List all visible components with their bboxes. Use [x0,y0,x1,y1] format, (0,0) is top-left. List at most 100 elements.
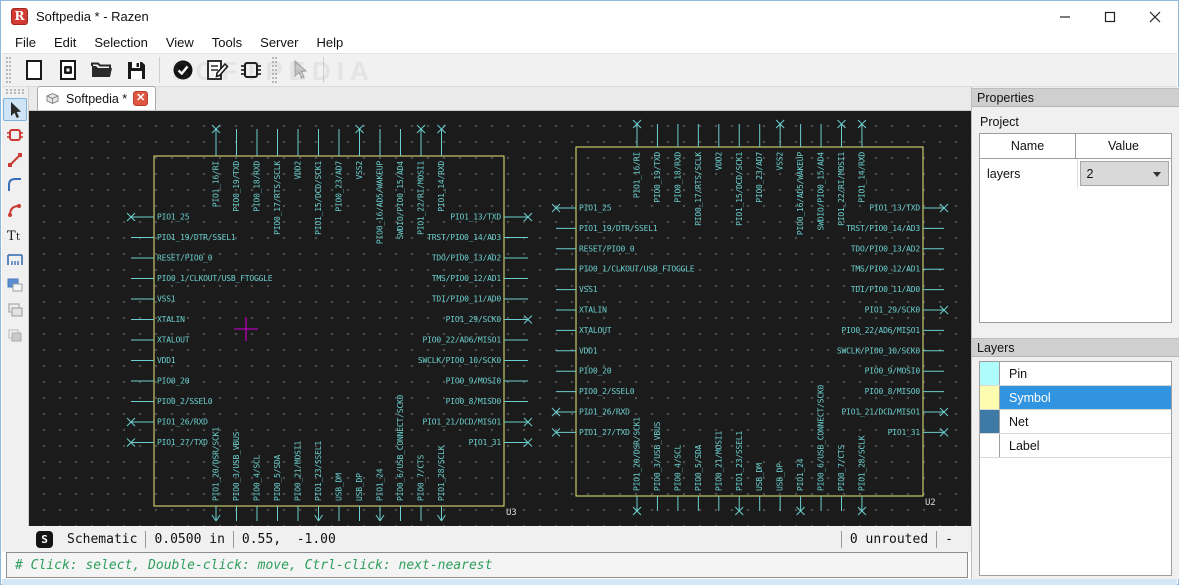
window-bottom-border [2,579,1177,585]
svg-text:PIO1_20/DSR/SCK1: PIO1_20/DSR/SCK1 [212,427,221,501]
menu-help[interactable]: Help [316,34,344,50]
check-button[interactable] [168,56,198,84]
svg-text:PIO0_8/MISO0: PIO0_8/MISO0 [446,397,502,406]
svg-text:T: T [7,229,16,243]
svg-text:RESET/PIO0_0: RESET/PIO0_0 [157,254,213,263]
component-u3: U3PIO1_25PIO1_19/DTR/SSEL1RESET/PIO0_0PI… [126,124,533,522]
svg-text:RESET/PIO0_0: RESET/PIO0_0 [579,244,635,253]
toolbar-drag-handle-2[interactable] [272,57,277,83]
svg-text:VSS1: VSS1 [157,295,176,304]
svg-text:PIO1_14/RXD: PIO1_14/RXD [437,161,446,212]
schematic-mode-badge: S [36,530,53,548]
layer-row-pin[interactable]: Pin [980,362,1171,386]
right-panel: Properties Project Name Value layers 2 L… [971,87,1179,579]
new-project-button[interactable] [53,56,83,84]
status-separator [936,530,938,548]
layer-row-label[interactable]: Label [980,434,1171,458]
tab-label: Softpedia * [66,91,128,106]
tool-layers[interactable] [3,273,27,296]
svg-text:PIO0_22/AD6/MISO1: PIO0_22/AD6/MISO1 [842,326,921,335]
toolbar-separator-2 [323,57,324,83]
svg-text:USB_DM: USB_DM [755,463,764,491]
tool-component[interactable] [3,123,27,146]
component-u2: U2PIO1_25PIO1_19/DTR/SSEL1RESET/PIO0_0PI… [551,119,949,516]
toolbar-drag-handle[interactable] [6,57,11,83]
app-logo-icon: R [11,8,28,25]
svg-text:PIO0_4/SCL: PIO0_4/SCL [673,444,682,491]
menu-server[interactable]: Server [260,34,299,50]
title-bar: R Softpedia * - Razen [2,2,1177,31]
svg-text:PIO0_21/MOSI1: PIO0_21/MOSI1 [714,431,723,491]
svg-text:TRST/PIO0_14/AD3: TRST/PIO0_14/AD3 [427,233,501,242]
layers-count-dropdown[interactable]: 2 [1079,161,1169,186]
new-file-icon [26,60,42,80]
layers-panel-header: Layers [972,338,1179,357]
svg-text:PIO0_18/RXD: PIO0_18/RXD [253,161,262,212]
new-file-button[interactable] [19,56,49,84]
svg-text:PIO1_31: PIO1_31 [469,438,502,447]
save-button[interactable] [121,56,151,84]
edit-netlist-button[interactable] [202,56,232,84]
tool-select[interactable] [3,98,27,121]
layer-row-symbol[interactable]: Symbol [980,386,1171,410]
window-title: Softpedia * - Razen [36,9,149,24]
svg-text:PIO0_8/MISO0: PIO0_8/MISO0 [865,387,921,396]
properties-panel-header: Properties [972,88,1179,107]
svg-text:PIO0_16/AD5/WAKEUP: PIO0_16/AD5/WAKEUP [796,152,805,235]
svg-text:PIO0_19/TXD: PIO0_19/TXD [232,161,241,212]
menu-tools[interactable]: Tools [211,34,243,50]
svg-text:PIO0_9/MOSI0: PIO0_9/MOSI0 [446,377,502,386]
tool-paste [3,323,27,346]
tab-close-button[interactable]: ✕ [133,91,149,106]
project-section-label: Project [980,115,1019,129]
grid-size-label: 0.0500 in [154,531,225,547]
close-button[interactable] [1132,2,1177,31]
cursor-arrow-icon [294,60,308,79]
svg-text:XTALIN: XTALIN [157,315,185,324]
svg-text:PIO1_24: PIO1_24 [376,468,385,501]
menu-file[interactable]: File [15,34,36,50]
open-button[interactable] [87,56,117,84]
svg-text:PIO1_26/RXD: PIO1_26/RXD [579,408,630,417]
mode-label: Schematic [67,531,138,547]
tool-text[interactable]: T t [3,223,27,246]
svg-text:PIO1_22/RI/MOSI1: PIO1_22/RI/MOSI1 [417,161,426,235]
menu-selection[interactable]: Selection [94,34,148,50]
svg-text:U3: U3 [506,508,516,518]
svg-text:PIO1_21/DCD/MISO1: PIO1_21/DCD/MISO1 [423,418,502,427]
properties-table: Name Value layers 2 [979,133,1172,323]
tool-curve[interactable] [3,198,27,221]
component-editor-button[interactable] [236,56,266,84]
svg-text:PIO1_23/SSEL1: PIO1_23/SSEL1 [735,431,744,491]
palette-drag-handle[interactable] [6,89,24,94]
layer-color-swatch [980,386,1000,409]
svg-text:USB_DP: USB_DP [355,473,364,501]
svg-text:PIO0_23/AD7: PIO0_23/AD7 [335,161,344,212]
svg-text:TMS/PIO0_12/AD1: TMS/PIO0_12/AD1 [851,265,921,274]
minimize-button[interactable] [1042,2,1087,31]
paste-icon [8,328,22,341]
svg-text:VSS2: VSS2 [776,152,785,171]
svg-text:PIO0_5/SDA: PIO0_5/SDA [273,454,282,501]
tab-bar: Softpedia * ✕ [29,86,971,111]
tool-measure[interactable] [3,248,27,271]
svg-text:PIO1_25: PIO1_25 [157,213,190,222]
tab-softpedia[interactable]: Softpedia * ✕ [37,86,157,110]
menu-edit[interactable]: Edit [53,34,77,50]
svg-text:PIO1_28/SCLK: PIO1_28/SCLK [437,445,446,501]
chip-icon [241,62,261,78]
svg-text:PIO1_24: PIO1_24 [796,458,805,491]
svg-text:VDD1: VDD1 [157,356,176,365]
menu-view[interactable]: View [165,34,194,50]
svg-text:PIO1_31: PIO1_31 [888,428,921,437]
maximize-button[interactable] [1087,2,1132,31]
svg-text:PIO0_20: PIO0_20 [579,367,612,376]
tool-wire[interactable] [3,148,27,171]
svg-text:PIO1_15/DCD/SCK1: PIO1_15/DCD/SCK1 [735,152,744,226]
layer-row-net[interactable]: Net [980,410,1171,434]
tool-arc[interactable] [3,173,27,196]
svg-text:PIO1_27/TXD: PIO1_27/TXD [579,428,630,437]
